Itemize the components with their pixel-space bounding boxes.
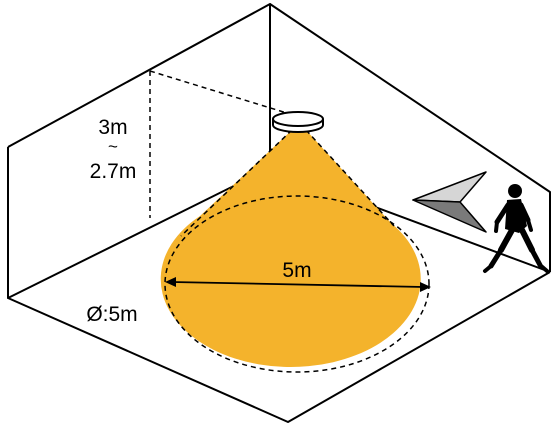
room-floor-front xyxy=(7,271,551,423)
height-max-label: 3m xyxy=(98,116,127,139)
ceiling-sensor-icon xyxy=(272,111,324,133)
height-guides xyxy=(149,70,291,218)
cone-body xyxy=(160,130,421,368)
cone-left-edge xyxy=(180,129,293,237)
motion-arrow-icon xyxy=(412,171,487,233)
room-right-wall xyxy=(269,3,551,272)
cone-right-edge xyxy=(305,129,395,227)
diameter-arrow xyxy=(165,277,431,292)
coverage-diameter-label: Ø:5m xyxy=(86,303,137,326)
detection-cone xyxy=(160,129,430,373)
ceiling-guide-line xyxy=(149,70,291,115)
height-min-label: 2.7m xyxy=(90,160,137,183)
height-separator-label: ~ xyxy=(108,137,118,156)
diameter-arrow-left-head xyxy=(165,277,176,287)
diameter-arrow-right-head xyxy=(420,282,431,292)
walking-person-icon xyxy=(483,184,549,273)
diameter-label: 5m xyxy=(282,259,311,282)
coverage-ellipse xyxy=(164,195,430,373)
